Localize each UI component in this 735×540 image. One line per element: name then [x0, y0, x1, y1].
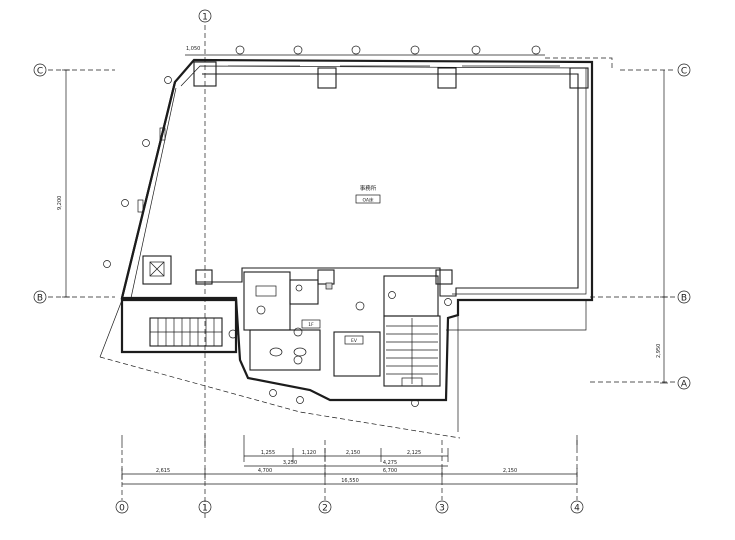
office-room-label: 事務所 OA床 — [355, 184, 381, 204]
core-rooms — [243, 271, 439, 377]
svg-text:1F: 1F — [308, 322, 314, 328]
grid-bubble-col-0: 0 — [115, 500, 129, 514]
svg-text:4: 4 — [574, 504, 580, 514]
elevator-shaft — [142, 255, 172, 285]
slanted-wall-window-tags — [103, 76, 172, 268]
svg-text:2: 2 — [322, 504, 328, 514]
dim-mid-3: 2,150 — [346, 450, 360, 456]
right-dimension-line — [660, 70, 668, 384]
svg-text:EV: EV — [351, 338, 358, 344]
svg-text:B: B — [37, 294, 43, 304]
svg-text:C: C — [681, 67, 687, 77]
dim-mid-2: 1,120 — [302, 450, 316, 456]
columns — [193, 61, 589, 285]
bottom-dimension-lines — [121, 448, 578, 485]
site-boundary-right — [545, 57, 613, 68]
svg-text:A: A — [681, 380, 688, 390]
dim-mid-total: 3,250 — [283, 460, 297, 466]
core-room-tags — [228, 291, 452, 407]
elevator-label: EV 1F — [301, 319, 364, 345]
building-outline — [120, 58, 594, 402]
grid-bubble-col-4: 4 — [570, 500, 584, 514]
dim-bottom-2: 4,700 — [258, 468, 272, 474]
grid-bubble-row-b-left: B — [33, 290, 47, 304]
svg-text:C: C — [37, 67, 43, 77]
left-dimension-line — [62, 69, 70, 298]
grid-bubble-row-b-right: B — [677, 290, 691, 304]
right-height-dimension: 2,950 — [656, 344, 662, 358]
grid-bubble-row-c-left: C — [33, 63, 47, 77]
stair-right — [383, 315, 441, 387]
grid-bubble-col-1: 1 — [198, 500, 212, 514]
grid-bubble-row-c-right: C — [677, 63, 691, 77]
dim-bottom-4: 2,150 — [503, 468, 517, 474]
dim-mid-4: 2,125 — [407, 450, 421, 456]
grid-bubble-row-a-right: A — [677, 376, 691, 390]
svg-text:1: 1 — [202, 504, 208, 514]
bottom-ticks — [121, 435, 578, 448]
top-small-dimension: 1,050 — [186, 46, 200, 52]
left-height-dimension: 9,200 — [57, 196, 63, 210]
grid-lines — [48, 25, 675, 520]
grid-bubble-col-3: 3 — [435, 500, 449, 514]
dim-core-total: 4,275 — [383, 460, 397, 466]
stair-left — [99, 298, 238, 358]
grid-bubble-top-1: 1 — [198, 9, 212, 23]
grid-bubble-col-2: 2 — [318, 500, 332, 514]
svg-text:0: 0 — [119, 504, 125, 514]
svg-text:事務所: 事務所 — [360, 184, 377, 192]
slab-edge — [446, 300, 587, 432]
dim-bottom-1: 2,615 — [156, 468, 170, 474]
svg-text:B: B — [681, 294, 687, 304]
svg-text:3: 3 — [439, 504, 445, 514]
window-markers — [185, 45, 545, 56]
dim-mid-1: 1,255 — [261, 450, 275, 456]
svg-text:1: 1 — [202, 13, 208, 23]
dim-bottom-3: 6,700 — [383, 468, 397, 474]
dim-bottom-total: 16,550 — [341, 478, 359, 484]
svg-text:OA床: OA床 — [362, 197, 374, 204]
site-boundary — [99, 356, 461, 439]
